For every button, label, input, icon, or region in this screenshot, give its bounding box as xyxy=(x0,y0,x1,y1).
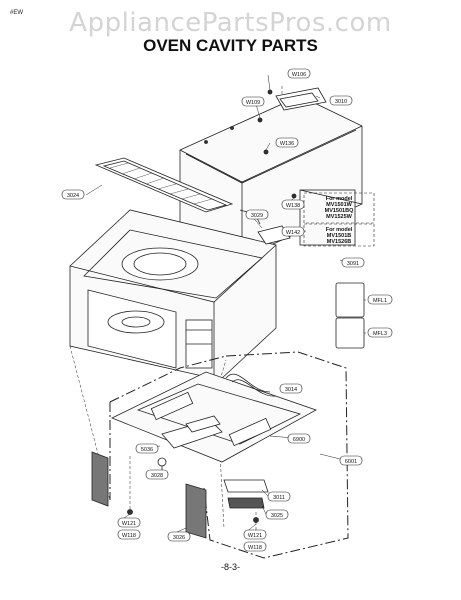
corner-tag: #EW xyxy=(10,10,24,16)
callout-mfl3-label: MFL3 xyxy=(373,331,387,337)
model-note-2-model-2: MV1526B xyxy=(327,239,351,245)
callout-w136: W136 xyxy=(275,137,299,148)
model-note-1-model-1: MV1501W xyxy=(326,202,352,208)
callout-w138: W138 xyxy=(281,199,305,210)
callout-mfl3: MFL3 xyxy=(367,327,393,338)
callout-3014-label: 3014 xyxy=(285,387,297,393)
model-notes: For model MV1501W MV1501BQ MV1525W For m… xyxy=(325,196,354,245)
callout-3029: 3029 xyxy=(245,209,269,220)
model-note-2-model-1: MV1501B xyxy=(327,233,351,239)
callout-w121-left-label: W121 xyxy=(122,521,136,527)
callout-6900-label: 6900 xyxy=(293,437,305,443)
callout-w118-left-label: W118 xyxy=(122,533,136,539)
callout-w142-label: W142 xyxy=(286,230,300,236)
callout-w109: W109 xyxy=(241,96,265,107)
callout-w118-left: W118 xyxy=(117,529,141,540)
bottom-assembly-outline xyxy=(109,351,349,559)
callout-6001-label: 6001 xyxy=(345,459,357,465)
grease-filter-left xyxy=(91,451,109,507)
callout-w138-label: W138 xyxy=(286,203,300,209)
callout-3028: 3028 xyxy=(145,469,169,480)
callout-3010: 3010 xyxy=(329,95,353,106)
callout-3026-label: 3026 xyxy=(173,535,185,541)
callout-3029-label: 3029 xyxy=(251,213,263,219)
page-title: OVEN CAVITY PARTS xyxy=(143,36,318,55)
oven-cavity-frame xyxy=(69,209,277,381)
top-bracket-part xyxy=(275,87,327,111)
model-note-1-model-2: MV1501BQ xyxy=(325,208,354,214)
model-note-1-model-3: MV1525W xyxy=(326,214,352,220)
lamp-cover-part xyxy=(223,479,269,509)
callout-3014: 3014 xyxy=(279,383,303,394)
screws-bottom xyxy=(127,509,259,523)
callout-w121-right: W121 xyxy=(243,529,267,540)
callout-3091: 3091 xyxy=(341,257,365,268)
callout-3011: 3011 xyxy=(267,491,291,502)
case-screws xyxy=(204,89,297,199)
callout-w118-right-label: W118 xyxy=(248,545,262,551)
callout-w121-left: W121 xyxy=(117,517,141,528)
callout-5036-label: 5036 xyxy=(141,447,153,453)
callout-3011-label: 3011 xyxy=(273,495,285,501)
model-note-2-title: For model xyxy=(326,227,353,233)
callout-w121-right-label: W121 xyxy=(248,533,262,539)
model-note-boxes xyxy=(303,192,375,247)
vent-grille-part xyxy=(94,157,234,213)
callout-w136-label: W136 xyxy=(280,141,294,147)
callout-3091-label: 3091 xyxy=(347,261,359,267)
callout-3028-label: 3028 xyxy=(151,473,163,479)
callout-w109-label: W109 xyxy=(246,100,260,106)
callout-w142: W142 xyxy=(281,226,305,237)
callout-mfl1-label: MFL1 xyxy=(373,298,387,304)
callout-3024: 3024 xyxy=(61,189,85,200)
callout-3024-label: 3024 xyxy=(67,193,79,199)
callout-w118-right: W118 xyxy=(243,541,267,552)
callout-3010-label: 3010 xyxy=(335,99,347,105)
outer-case xyxy=(179,95,363,259)
callout-mfl1: MFL1 xyxy=(367,294,393,305)
grease-filter-right xyxy=(185,483,207,539)
callout-w106: W106 xyxy=(287,68,311,79)
page-number: -8-3- xyxy=(220,562,240,572)
watermark: AppliancePartsPros.com xyxy=(69,8,392,38)
callout-w106-label: W106 xyxy=(292,72,306,78)
callout-6900: 6900 xyxy=(287,433,311,444)
base-plate-part xyxy=(111,371,317,463)
callout-3026: 3026 xyxy=(167,531,191,542)
callout-labels: W106 W109 3010 W136 3024 W138 W142 3029 xyxy=(61,68,393,552)
callout-6001: 6001 xyxy=(339,455,363,466)
callout-3025-label: 3025 xyxy=(271,513,283,519)
manual-booklets xyxy=(335,282,365,349)
model-note-1-title: For model xyxy=(326,196,353,202)
callout-5036: 5036 xyxy=(135,443,159,454)
callout-3025: 3025 xyxy=(265,509,289,520)
